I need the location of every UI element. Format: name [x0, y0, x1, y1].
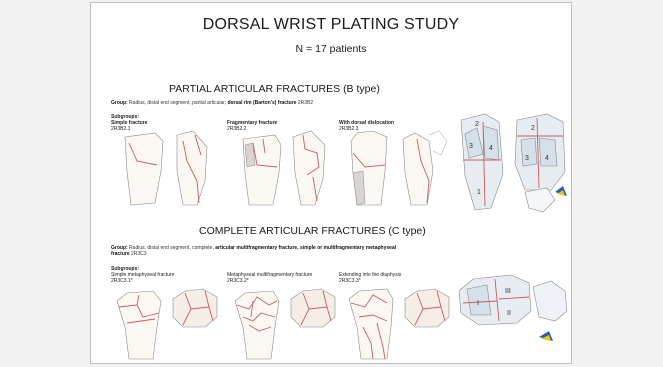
carpal-num-3b: 3	[525, 155, 529, 162]
complete-subgroup-1-code: 2R3C3.1*	[111, 278, 174, 284]
slide: DORSAL WRIST PLATING STUDY N = 17 patien…	[90, 2, 572, 364]
complete-subgroup-2-code: 2R3C3.2*	[227, 278, 312, 284]
complete-group-line-1: Group: Radius, distal end segment, compl…	[111, 245, 396, 251]
complete-subgroup-1: Simple metaphyseal fracture 2R3C3.1*	[111, 272, 174, 284]
complete-group-code: 2R3C3	[130, 251, 147, 257]
complete-group-line2-bold: fracture	[111, 251, 130, 257]
complete-metaphyseal-multifragmentary-illustration	[229, 287, 339, 359]
partial-group-line: Group: Radius, distal end segment, parti…	[111, 100, 313, 106]
partial-group-plain: Radius, distal end segment, partial arti…	[128, 100, 228, 106]
partial-group-bold: dorsal rim (Barton's) fracture	[227, 100, 296, 106]
partial-simple-illustration	[117, 131, 217, 211]
partial-dorsal-dislocation-illustration	[343, 131, 453, 211]
carpal-num-2a: 2	[475, 121, 479, 128]
partial-carpal-diagram: 2 3 4 1 2 3 4	[455, 114, 571, 219]
articular-num-II: II	[507, 310, 511, 317]
articular-num-III: III	[505, 288, 511, 295]
slide-title: DORSAL WRIST PLATING STUDY	[91, 16, 571, 34]
carpal-num-4a: 4	[489, 145, 493, 152]
complete-extending-diaphysis-illustration	[343, 287, 453, 359]
articular-num-I: I	[477, 300, 479, 307]
complete-subgroup-3: Extending into the diaphysis 2R3C3.3*	[339, 272, 401, 284]
complete-subgroup-3-code: 2R3C3.3*	[339, 278, 401, 284]
partial-fragmentary-illustration	[233, 131, 333, 211]
complete-articular-surface-diagram: I III II	[455, 275, 571, 350]
carpal-num-4b: 4	[545, 155, 549, 162]
complete-group-line-2: fracture 2R3C3	[111, 251, 147, 257]
complete-simple-metaphyseal-illustration	[113, 287, 223, 359]
slide-subtitle: N = 17 patients	[91, 43, 571, 55]
carpal-num-3a: 3	[469, 143, 473, 150]
partial-group-code: 2R3B2	[296, 100, 313, 106]
carpal-num-1a: 1	[477, 189, 481, 196]
partial-group-prefix: Group:	[111, 100, 128, 106]
complete-subgroup-2: Metaphyseal multifragmentary fracture 2R…	[227, 272, 312, 284]
complete-group-bold: articular multifragmentary fracture, sim…	[215, 245, 396, 251]
partial-heading: PARTIAL ARTICULAR FRACTURES (B type)	[169, 83, 380, 95]
carpal-num-2b: 2	[531, 125, 535, 132]
complete-heading: COMPLETE ARTICULAR FRACTURES (C type)	[199, 225, 426, 237]
